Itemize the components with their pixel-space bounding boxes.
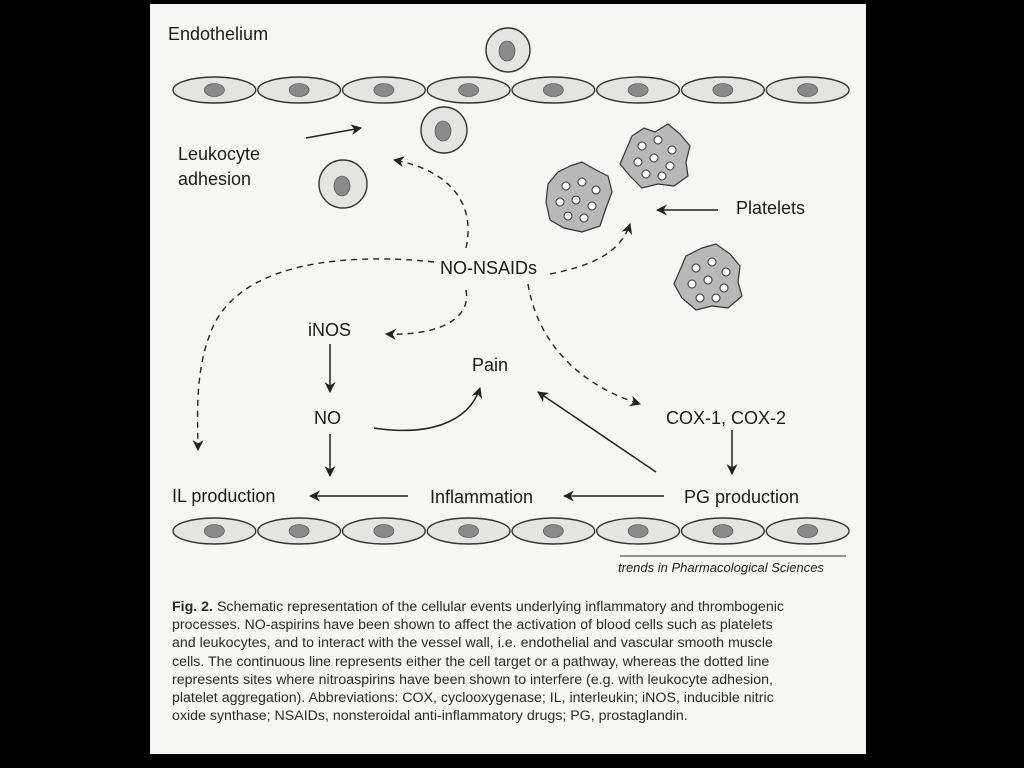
pg-to-pain-arrow xyxy=(537,391,657,473)
endothelial-cell xyxy=(765,76,850,104)
endothelial-cell xyxy=(596,76,681,104)
il-production-label: IL production xyxy=(172,486,275,506)
caption-line: platelet aggregation). Abbreviations: CO… xyxy=(172,690,774,707)
figure-page: Endothelium Leukocyte adhesion Platelets… xyxy=(150,4,866,754)
nsaids-to-cox-arrow xyxy=(527,283,642,407)
endothelial-cell xyxy=(341,517,426,545)
caption-line: and leukocytes, and to interact with the… xyxy=(172,635,773,652)
endothelial-cell xyxy=(596,517,681,545)
source-credit: trends in Pharmacological Sciences xyxy=(618,560,824,575)
no-label: NO xyxy=(314,408,341,428)
caption-line: processes. NO-aspirins have been shown t… xyxy=(172,617,773,634)
caption-line: cells. The continuous line represents ei… xyxy=(172,653,770,670)
leukocyte-adhesion-label-line1: Leukocyte xyxy=(178,144,260,164)
platelet-cell xyxy=(673,243,743,311)
nsaids-to-leukocyte-arrow xyxy=(392,156,469,249)
endothelial-cell xyxy=(426,517,511,545)
endothelial-cell xyxy=(257,76,342,104)
figure-caption: Fig. 2. Schematic representation of the … xyxy=(172,598,850,725)
caption-line: Fig. 2. Schematic representation of the … xyxy=(172,598,850,616)
endothelial-cell xyxy=(172,517,257,545)
nsaids-to-platelets-arrow xyxy=(549,222,633,275)
platelet-cell xyxy=(545,161,613,233)
pathway-diagram: Endothelium Leukocyte adhesion Platelets… xyxy=(168,24,850,575)
endothelial-cell xyxy=(341,76,426,104)
endothelial-cell xyxy=(680,76,765,104)
leukocyte-cell xyxy=(318,159,368,209)
pg-production-label: PG production xyxy=(684,487,799,507)
top-endothelium-layer xyxy=(172,76,850,104)
endothelial-cell xyxy=(257,517,342,545)
figure-label: Fig. 2. xyxy=(172,599,213,615)
endothelial-cell xyxy=(511,76,596,104)
endothelial-cell xyxy=(511,517,596,545)
no-to-pain-arrow xyxy=(373,386,483,432)
caption-line: represents sites where nitroaspirins hav… xyxy=(172,671,773,688)
nsaids-to-il-arrow xyxy=(192,258,435,452)
endothelial-cell xyxy=(172,76,257,104)
inos-label: iNOS xyxy=(308,320,351,340)
endothelium-label: Endothelium xyxy=(168,24,268,44)
caption-line: oxide synthase; NSAIDs, nonsteroidal ant… xyxy=(172,708,688,725)
pain-label: Pain xyxy=(472,355,508,375)
leukocyte-cell xyxy=(485,27,531,73)
inflammation-label: Inflammation xyxy=(430,487,533,507)
leukocyte-cell xyxy=(420,106,468,154)
endothelial-cell xyxy=(426,76,511,104)
leukocyte-adhesion-label-line2: adhesion xyxy=(178,169,251,189)
platelet-cell xyxy=(619,123,691,189)
nsaids-to-inos-arrow xyxy=(384,289,468,340)
caption-text: Schematic representation of the cellular… xyxy=(213,599,784,615)
endothelial-cell xyxy=(680,517,765,545)
no-nsaids-label: NO-NSAIDs xyxy=(440,258,537,278)
leukocyte-adhesion-arrow xyxy=(305,124,363,139)
platelets-label: Platelets xyxy=(736,198,805,218)
endothelial-cell xyxy=(765,517,850,545)
cox-label: COX-1, COX-2 xyxy=(666,408,786,428)
bottom-endothelium-layer xyxy=(172,517,850,545)
